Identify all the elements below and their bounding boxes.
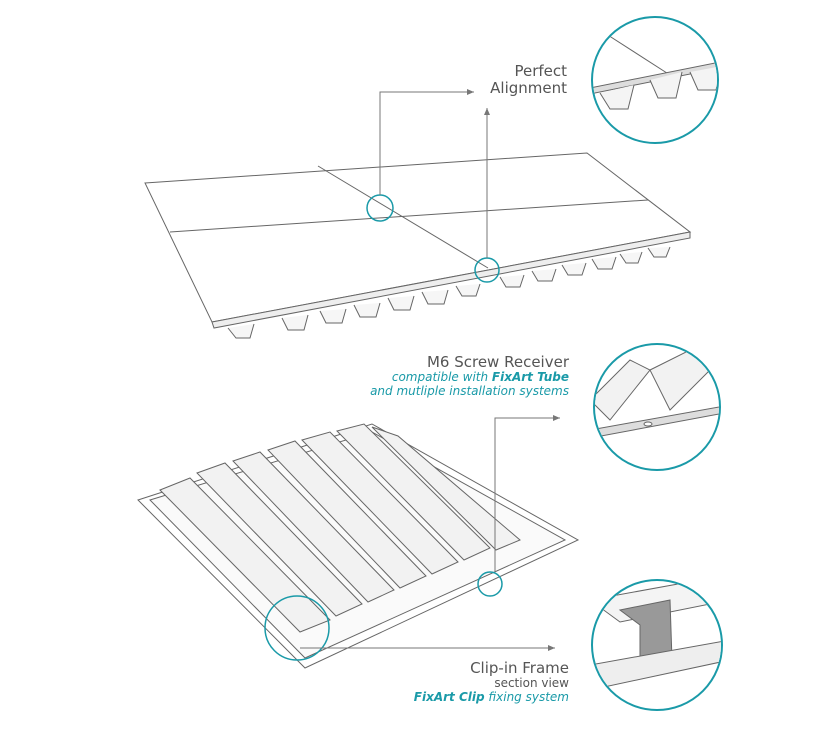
- screw-title: M6 Screw Receiver: [426, 353, 569, 371]
- screw-detail-marker: [477, 571, 503, 597]
- clip-detail-circle: [591, 579, 723, 711]
- screw-label: M6 Screw Receiver compatible with FixArt…: [370, 353, 569, 399]
- clip-sub: section view: [494, 676, 569, 691]
- alignment-label-line2: Alignment: [490, 79, 567, 98]
- screw-detail-circle: [593, 343, 721, 471]
- screw-sub-line2: and mutliple installation systems: [370, 384, 569, 399]
- panel-seam-horizontal: [169, 199, 649, 233]
- screw-leader-line: [494, 415, 560, 572]
- clip-detail-marker: [264, 595, 330, 661]
- flat-panel-illustration: [144, 152, 692, 339]
- corrugated-panel-illustration: [137, 423, 580, 669]
- clip-label: Clip-in Frame section view FixArt Clip f…: [413, 659, 569, 705]
- clip-title: Clip-in Frame: [470, 659, 569, 677]
- alignment-detail-circle: [591, 16, 719, 144]
- panel-ribs: [227, 246, 671, 339]
- fixart-clip-brand: FixArt Clip: [413, 690, 485, 705]
- fixart-tube-brand: FixArt Tube: [491, 370, 569, 385]
- alignment-label: Perfect Alignment: [490, 62, 567, 98]
- panel-ridges: [159, 423, 521, 633]
- clip-brand-suffix: fixing system: [484, 690, 569, 705]
- alignment-label-line1: Perfect: [514, 62, 567, 80]
- screw-sub-prefix: compatible with: [391, 370, 492, 385]
- alignment-leader-line: [379, 89, 474, 195]
- panel-seam-vertical: [317, 165, 489, 269]
